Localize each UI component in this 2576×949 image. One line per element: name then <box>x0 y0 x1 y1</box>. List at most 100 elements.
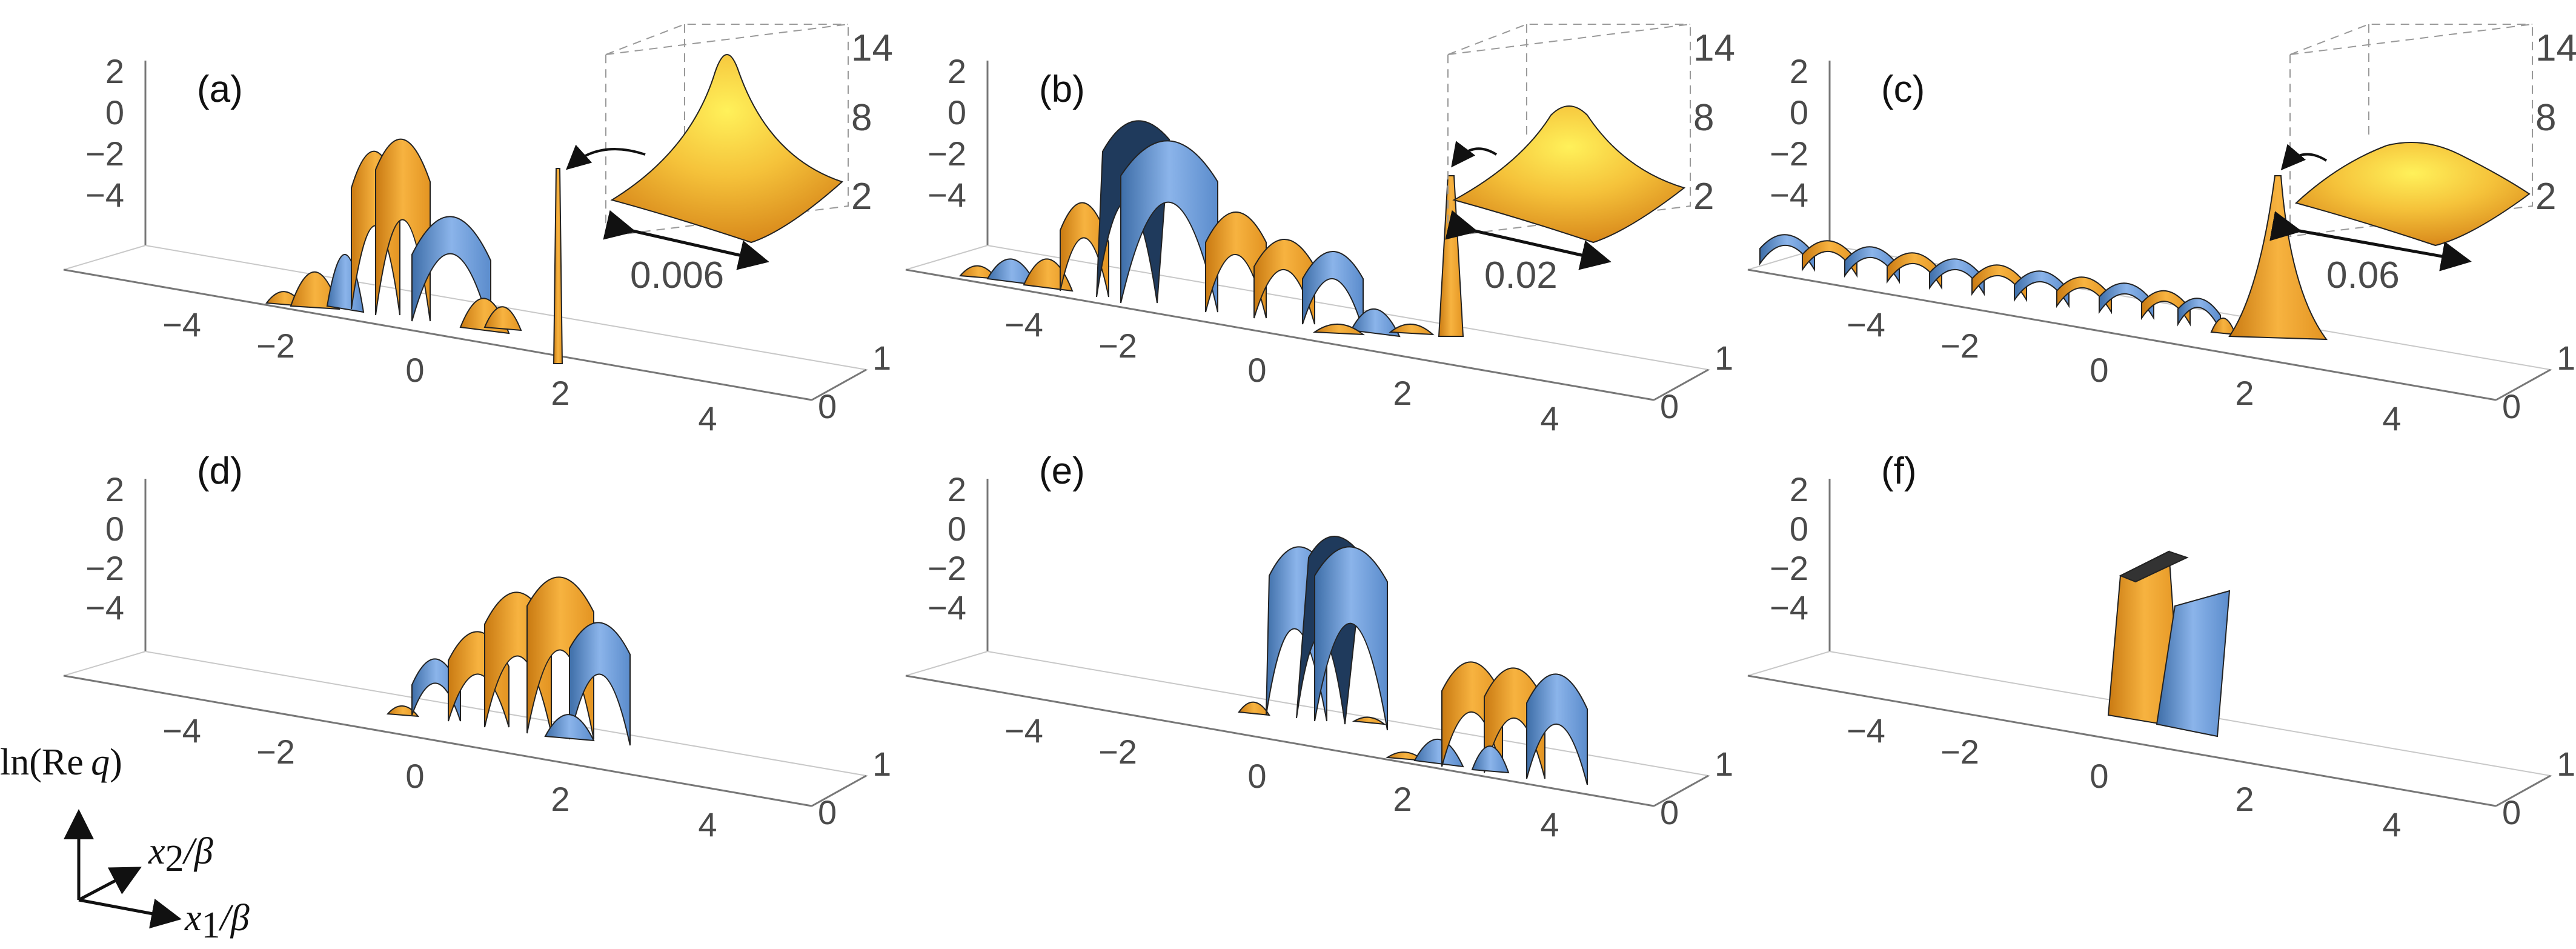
panel-label: (b) <box>1039 68 1085 110</box>
inset-width-arrow <box>603 210 769 270</box>
wavefunction-surface <box>2107 550 2231 738</box>
z-tick-label: 0 <box>1790 93 1808 132</box>
x1-tick-label: −2 <box>1098 733 1137 771</box>
inset-peak-surface <box>1452 105 1686 244</box>
inset-tick-label: 14 <box>851 27 893 69</box>
x1-tick-label: 4 <box>1540 399 1559 438</box>
x2-axis-line <box>811 774 867 807</box>
x1-tick-label: 2 <box>1393 374 1412 412</box>
z-tick-label: 2 <box>105 52 124 90</box>
wavefunction-surface <box>265 138 563 364</box>
x1-tick-label: −4 <box>162 305 201 344</box>
x2-axis-line <box>1653 774 1709 807</box>
z-tick-label: −2 <box>928 549 966 587</box>
panel-label: (c) <box>1881 68 1925 110</box>
z-axis-label: ln(Re q) <box>0 742 122 783</box>
x2-tick-label: 0 <box>2502 793 2521 831</box>
inset-b: 14 8 2 0.02 <box>1445 23 1735 296</box>
inset-pointer-arrow <box>1451 141 1498 168</box>
z-tick-label: −2 <box>85 135 124 173</box>
panel-label: (d) <box>197 450 243 492</box>
x1-tick-label: 0 <box>405 757 424 795</box>
x1-tick-label: −4 <box>1004 305 1043 344</box>
inset-tick-label: 2 <box>851 176 872 218</box>
x1-tick-label: −4 <box>1004 711 1043 750</box>
x1-tick-label: 0 <box>1247 757 1266 795</box>
panel-e: 2 0 −2 −4 −4 −2 0 2 4 1 0 (e) <box>905 450 1733 844</box>
x1-tick-label: 2 <box>1393 780 1412 818</box>
z-tick-label: 2 <box>948 52 966 90</box>
panel-f: 2 0 −2 −4 −4 −2 0 2 4 1 0 (f) <box>1747 450 2575 844</box>
x2-axis-line <box>811 368 867 401</box>
wavefunction-surface <box>958 120 1464 338</box>
x1-tick-label: 0 <box>2090 757 2108 795</box>
x2-axis-label: x2/β <box>148 831 213 879</box>
z-tick-label: 2 <box>1790 470 1808 508</box>
x1-tick-label: −2 <box>256 327 295 365</box>
x1-tick-label: −2 <box>1098 327 1137 365</box>
wavefunction-surface <box>386 576 631 746</box>
z-tick-label: −4 <box>85 176 124 214</box>
x1-axis-line <box>63 674 812 807</box>
x1-tick-label: 4 <box>698 399 717 438</box>
inset-box <box>1447 23 1691 238</box>
x1-axis-line <box>1747 674 2497 807</box>
x1-tick-label: −2 <box>256 733 295 771</box>
x1-tick-label: −2 <box>1940 327 1979 365</box>
x1-tick-label: 2 <box>551 780 569 818</box>
z-tick-label: 2 <box>1790 52 1808 90</box>
x2-tick-label: 0 <box>1660 793 1679 831</box>
x2-tick-label: 1 <box>1715 745 1733 783</box>
z-tick-label: −4 <box>1770 176 1808 214</box>
inset-tick-label: 2 <box>2535 176 2556 218</box>
z-tick-label: −4 <box>1770 588 1808 627</box>
inset-width-arrow <box>1445 210 1612 270</box>
inset-tick-label: 8 <box>2535 97 2556 139</box>
x2-tick-label: 1 <box>2557 339 2575 377</box>
panel-label: (a) <box>197 68 243 110</box>
x1-axis-line <box>63 268 812 401</box>
panel-a: 2 0 −2 −4 −4 −2 0 2 4 1 0 (a) 14 <box>63 23 893 438</box>
x1-tick-label: −4 <box>162 711 201 750</box>
z-tick-label: −4 <box>85 588 124 627</box>
z-tick-label: 2 <box>105 470 124 508</box>
panel-label: (f) <box>1881 450 1917 492</box>
z-tick-label: −2 <box>1770 135 1808 173</box>
inset-tick-label: 8 <box>1693 97 1714 139</box>
x1-axis-line <box>1747 268 2497 401</box>
inset-a: 14 8 2 0.006 <box>566 23 893 296</box>
x2-tick-label: 0 <box>1660 387 1679 425</box>
inset-box <box>2289 23 2533 238</box>
x1-tick-label: 4 <box>1540 805 1559 844</box>
inset-pointer-arrow <box>566 144 646 170</box>
x2-axis-line <box>2495 774 2551 807</box>
x2-direction-arrow <box>78 867 142 902</box>
x1-tick-label: −2 <box>1940 733 1979 771</box>
x1-tick-label: 0 <box>405 351 424 389</box>
x2-tick-label: 0 <box>818 387 837 425</box>
x1-tick-label: 2 <box>2235 374 2254 412</box>
inset-c: 14 8 2 0.06 <box>2269 23 2576 296</box>
inset-tick-label: 14 <box>1693 27 1735 69</box>
x1-direction-arrow <box>78 898 182 929</box>
z-tick-label: 0 <box>105 510 124 548</box>
wavefunction-surface <box>1759 175 2328 341</box>
z-tick-label: −2 <box>1770 549 1808 587</box>
inset-box <box>605 23 849 238</box>
x2-axis-line <box>1653 368 1709 401</box>
inset-width-arrow <box>2269 211 2472 271</box>
z-tick-label: 2 <box>948 470 966 508</box>
x1-tick-label: 2 <box>551 374 569 412</box>
x1-tick-label: 4 <box>2382 805 2401 844</box>
z-tick-label: −4 <box>928 588 966 627</box>
inset-tick-label: 8 <box>851 97 872 139</box>
inset-peak-surface <box>610 54 843 244</box>
inset-width-label: 0.006 <box>630 255 724 296</box>
inset-width-label: 0.06 <box>2326 255 2400 296</box>
z-tick-label: 0 <box>948 510 966 548</box>
x1-tick-label: 0 <box>2090 351 2108 389</box>
inset-pointer-arrow <box>2280 144 2328 171</box>
x1-tick-label: −4 <box>1847 305 1885 344</box>
x2-tick-label: 0 <box>2502 387 2521 425</box>
z-tick-label: 0 <box>1790 510 1808 548</box>
